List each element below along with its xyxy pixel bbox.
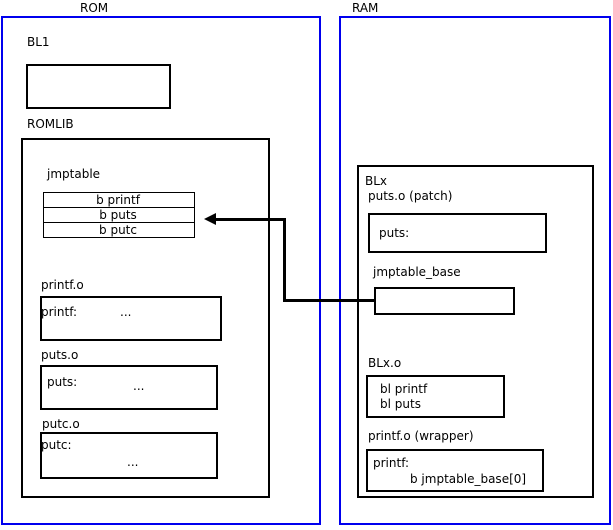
rom-printf-body: ... <box>120 305 132 319</box>
bl1-box <box>26 64 171 109</box>
ram-region <box>339 16 611 525</box>
printf-wrapper-instruction: b jmptable_base[0] <box>410 472 527 486</box>
romlib-container <box>21 138 270 498</box>
rom-printf-o-label: printf.o <box>41 278 84 292</box>
rom-putc-o-box: putc: ... <box>40 432 218 479</box>
blx-patch-label: puts.o (patch) <box>368 189 453 203</box>
blx-patch-box: puts: <box>368 213 547 253</box>
jmptable-entry-1: b puts <box>43 207 195 223</box>
blx-o-line2: bl puts <box>380 397 421 411</box>
printf-wrapper-box: printf: b jmptable_base[0] <box>366 449 544 492</box>
rom-puts-o-box: puts: ... <box>40 365 218 410</box>
rom-putc-symbol: putc: <box>41 438 72 452</box>
connector-segment-horizontal-lower <box>283 299 376 302</box>
printf-wrapper-symbol: printf: <box>373 456 410 470</box>
blx-o-line1: bl printf <box>380 382 428 396</box>
bl1-label: BL1 <box>27 35 50 49</box>
rom-puts-o-label: puts.o <box>41 348 79 362</box>
jmptable-entry-2: b putc <box>43 222 195 238</box>
blx-patch-symbol: puts: <box>379 226 410 240</box>
rom-region-label: ROM <box>80 1 109 15</box>
rom-putc-o-label: putc.o <box>42 417 80 431</box>
jmptable-entry-0: b printf <box>43 192 195 208</box>
jmptable-base-box <box>374 287 515 315</box>
jmptable-label: jmptable <box>47 167 101 181</box>
blx-container <box>357 165 594 498</box>
rom-region <box>1 16 321 525</box>
rom-printf-o-box: printf: ... <box>40 296 222 341</box>
connector-segment-vertical <box>283 218 286 302</box>
blx-o-box: bl printf bl puts <box>366 375 505 418</box>
connector-segment-horizontal-upper <box>216 218 286 221</box>
jmptable-entry-1-text: b puts <box>99 208 137 222</box>
ram-region-label: RAM <box>352 1 379 15</box>
jmptable-entry-2-text: b putc <box>99 223 137 237</box>
blx-o-label: BLx.o <box>368 356 402 370</box>
rom-putc-body: ... <box>127 455 139 469</box>
rom-puts-symbol: puts: <box>47 375 78 389</box>
connector-arrowhead <box>204 213 216 225</box>
romlib-label: ROMLIB <box>27 117 74 131</box>
jmptable-base-label: jmptable_base <box>373 265 461 279</box>
jmptable-entry-0-text: b printf <box>96 193 140 207</box>
blx-label: BLx <box>365 174 388 188</box>
rom-puts-body: ... <box>133 379 145 393</box>
rom-printf-symbol: printf: <box>41 305 78 319</box>
printf-wrapper-label: printf.o (wrapper) <box>368 429 474 443</box>
